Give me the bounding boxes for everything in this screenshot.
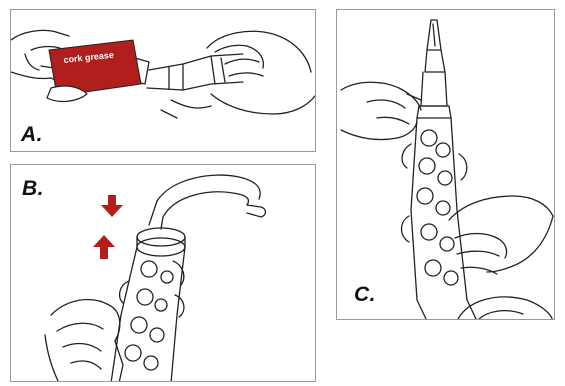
step-label-a: A.: [21, 123, 43, 147]
grease-illustration: [11, 10, 316, 152]
mouthpiece-illustration: [337, 10, 555, 320]
up-arrow-icon: [93, 235, 115, 259]
panel-c: C.: [336, 9, 555, 320]
step-label-c: C.: [354, 283, 376, 307]
step-label-b: B.: [22, 177, 44, 201]
panel-b: B.: [10, 164, 316, 382]
down-arrow-icon: [101, 195, 123, 217]
panel-a: cork grease A.: [10, 9, 316, 152]
neck-illustration: [11, 165, 316, 382]
